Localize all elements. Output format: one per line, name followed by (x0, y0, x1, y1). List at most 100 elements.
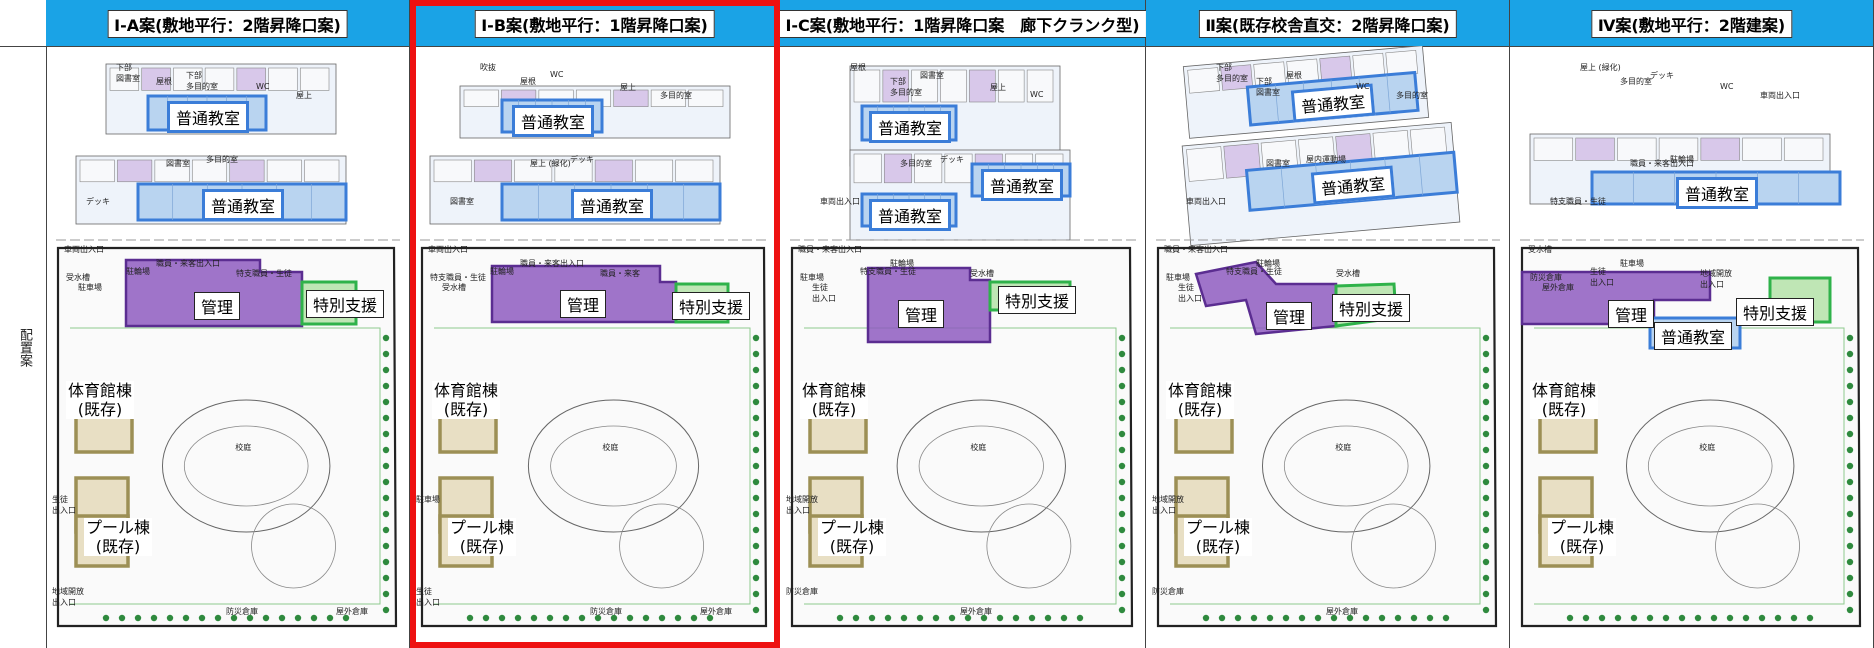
tree (118, 614, 126, 622)
tree (1482, 574, 1490, 582)
tree (1426, 614, 1434, 622)
tree (310, 614, 318, 622)
tree (1694, 614, 1702, 622)
annotation-text: 屋根 (1286, 71, 1302, 80)
room-cell (117, 159, 153, 183)
annotation-text: 下部図書室 (1256, 77, 1280, 97)
admin-label: 管理 (898, 300, 945, 328)
running-track-inner (183, 425, 309, 507)
tree (1846, 478, 1854, 486)
walkway-line (434, 327, 751, 605)
tree (246, 614, 254, 622)
tree (610, 614, 618, 622)
tree (1846, 414, 1854, 422)
tree (1118, 526, 1126, 534)
tree (1846, 462, 1854, 470)
classroom-divider (1280, 167, 1285, 208)
field-circle (986, 503, 1072, 589)
annotation-text: 車両出入口 (64, 245, 104, 254)
annotation-text: 駐輪場 (1256, 259, 1280, 268)
tree (1044, 614, 1052, 622)
running-track-inner (550, 425, 677, 507)
annotation-text: 屋外倉庫 (1542, 283, 1574, 292)
schoolyard-label: 校庭 (1335, 443, 1352, 452)
schoolyard-label: 校庭 (602, 443, 619, 452)
annotation-text: 職員・来客出入口 (1164, 245, 1228, 254)
annotation-text: 屋上 (990, 83, 1006, 92)
room-cell (79, 159, 115, 183)
tree (594, 614, 602, 622)
tree (1314, 614, 1322, 622)
schoolyard-label: 校庭 (235, 443, 252, 452)
annotation-text: 駐輪場 (890, 259, 914, 268)
tree (706, 614, 714, 622)
tree (752, 590, 760, 598)
tree (752, 446, 760, 454)
room-cell (514, 159, 553, 183)
annotation-text: 屋外倉庫 (960, 607, 992, 616)
tree (1482, 382, 1490, 390)
tree (294, 614, 302, 622)
classroom-floor-label: 普通教室 (202, 189, 285, 221)
row-label-header (0, 0, 46, 47)
room-cell (1617, 137, 1657, 161)
classroom-floor-label: 普通教室 (571, 189, 654, 221)
classroom-divider (1418, 155, 1424, 196)
tree (1118, 606, 1126, 614)
tree (1118, 350, 1126, 358)
tree (1266, 614, 1274, 622)
tree (1118, 590, 1126, 598)
annotation-text: デッキ (570, 155, 594, 164)
running-track (527, 399, 700, 533)
special-support-label: 特別支援 (306, 290, 385, 318)
room-cell (109, 67, 140, 91)
tree (1482, 494, 1490, 502)
tree (1482, 526, 1490, 534)
pool-label: プール棟(既存) (84, 518, 153, 556)
annotation-text: 職員・来客出入口 (1630, 159, 1694, 168)
tree (382, 414, 390, 422)
room-cell (1026, 69, 1054, 103)
tree (1118, 398, 1126, 406)
tree (752, 606, 760, 614)
annotation-text: 多目的室 (1620, 77, 1652, 86)
annotation-text: 防災倉庫 (226, 607, 258, 616)
annotation-text: 駐車場 (1620, 259, 1644, 268)
plan-drawing: 普通教室普通教室管理特別支援体育館棟(既存)プール棟(既存)校庭下部図書室屋根下… (46, 46, 409, 648)
tree (1630, 614, 1638, 622)
tree (1482, 478, 1490, 486)
tree (1298, 614, 1306, 622)
tree (1482, 430, 1490, 438)
annotation-text: 屋内運動場 (1306, 155, 1346, 164)
tree (514, 614, 522, 622)
annotation-text: 駐輪場 (490, 267, 514, 276)
tree (752, 510, 760, 518)
room-cell (853, 153, 882, 184)
annotation-text: 屋外倉庫 (1326, 607, 1358, 616)
annotation-text: 受水槽 (1528, 245, 1552, 254)
tree (1442, 614, 1450, 622)
annotation-text: 駐輪場 (126, 267, 150, 276)
room-cell (204, 67, 235, 91)
annotation-text: 防災倉庫 (590, 607, 622, 616)
tree (1846, 542, 1854, 550)
tree (836, 614, 844, 622)
tree (1846, 494, 1854, 502)
plan-title: Ⅰ-A案(敷地平行：2階昇降口案) (107, 10, 348, 38)
tree (1758, 614, 1766, 622)
tree (1378, 614, 1386, 622)
tree (382, 510, 390, 518)
annotation-text: 車両出入口 (1186, 197, 1226, 206)
room-cell (173, 67, 203, 91)
annotation-text: 地域開放出入口 (1152, 495, 1184, 515)
tree (752, 334, 760, 342)
room-cell (911, 69, 938, 103)
tree (382, 574, 390, 582)
tree (1846, 590, 1854, 598)
site-plan (790, 239, 1136, 628)
annotation-text: デッキ (1650, 71, 1674, 80)
classroom-floor-label: 普通教室 (1676, 177, 1759, 209)
tree (884, 614, 892, 622)
row-label-site-plan: 配置案 (17, 328, 32, 367)
plan-title: Ⅳ案(敷地平行：2階建案) (1590, 10, 1793, 38)
